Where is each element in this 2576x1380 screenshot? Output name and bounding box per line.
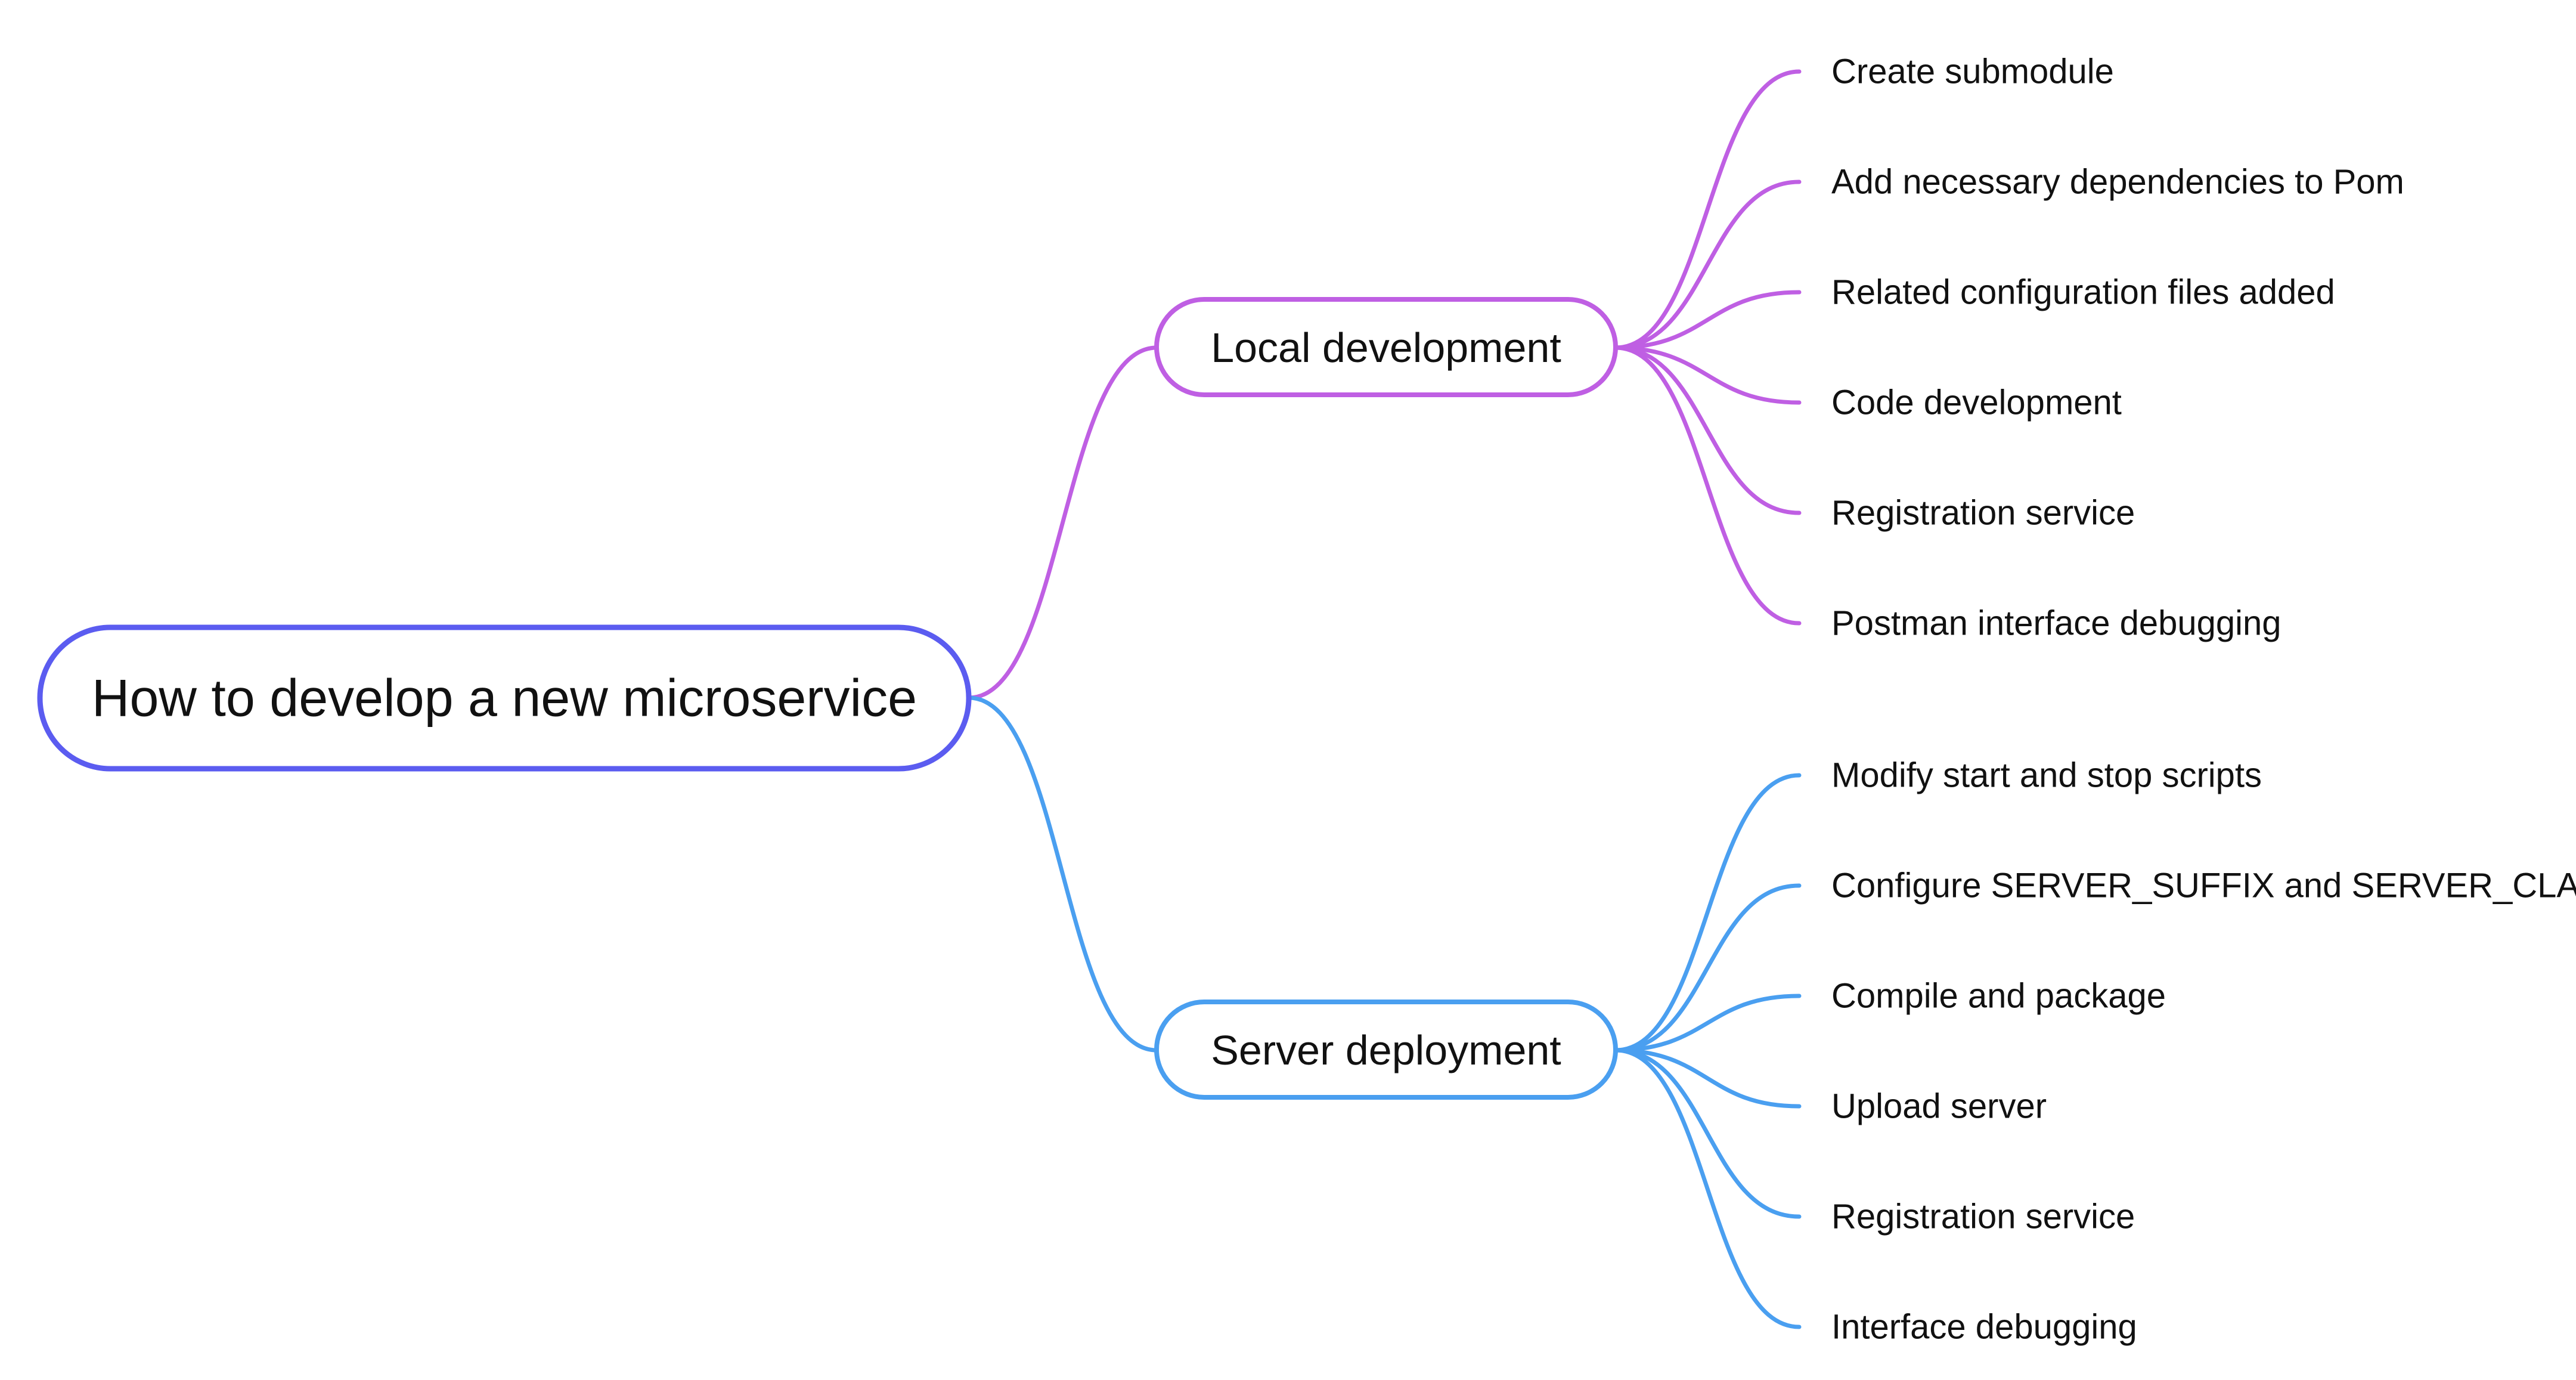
leaf-node-upload-server[interactable]: Upload server (1831, 1087, 2047, 1126)
leaf-node-related-configuration-files-added[interactable]: Related configuration files added (1831, 273, 2335, 312)
branch-to-leaf-connector (1613, 180, 1802, 350)
leaf-node-create-submodule[interactable]: Create submodule (1831, 52, 2114, 91)
branch-node-local-development[interactable]: Local development (1154, 297, 1618, 397)
leaf-node-modify-start-and-stop-scripts[interactable]: Modify start and stop scripts (1831, 756, 2262, 795)
branch-node-label: Local development (1211, 324, 1561, 371)
branch-to-leaf-connector (1613, 345, 1802, 626)
branch-to-leaf-connector (1613, 1048, 1802, 1109)
branch-node-server-deployment[interactable]: Server deployment (1154, 1000, 1618, 1100)
root-node[interactable]: How to develop a new microservice (37, 624, 972, 772)
branch-to-leaf-connector (1613, 1048, 1802, 1329)
branch-node-box (1154, 1000, 1618, 1100)
branch-to-leaf-connector (1613, 883, 1802, 1053)
leaf-node-compile-and-package[interactable]: Compile and package (1831, 977, 2166, 1016)
branch-to-leaf-connector (1613, 290, 1802, 350)
leaf-node-postman-interface-debugging[interactable]: Postman interface debugging (1831, 604, 2281, 643)
branch-node-box (1154, 297, 1618, 397)
branch-to-leaf-connector (1613, 345, 1802, 405)
branch-to-leaf-connector (1613, 773, 1802, 1053)
branch-to-leaf-connector (1613, 69, 1802, 350)
connector-layer (966, 69, 1802, 1329)
leaf-node-registration-service[interactable]: Registration service (1831, 494, 2135, 533)
branch-to-leaf-connector (1613, 1048, 1802, 1219)
leaf-node-interface-debugging[interactable]: Interface debugging (1831, 1308, 2137, 1347)
leaf-node-registration-service[interactable]: Registration service (1831, 1198, 2135, 1236)
branch-node-label: Server deployment (1211, 1027, 1561, 1073)
leaf-node-code-development[interactable]: Code development (1831, 383, 2122, 422)
root-node-box (37, 624, 972, 772)
root-to-branch-connector (966, 345, 1159, 700)
root-to-branch-connector (966, 695, 1159, 1053)
root-node-label: How to develop a new microservice (92, 669, 917, 728)
branch-to-leaf-connector (1613, 994, 1802, 1053)
leaf-node-configure-server-suffix-and-server-class[interactable]: Configure SERVER_SUFFIX and SERVER_CLASS (1831, 867, 2576, 905)
leaf-node-add-necessary-dependencies-to-pom[interactable]: Add necessary dependencies to Pom (1831, 163, 2404, 202)
branch-to-leaf-connector (1613, 345, 1802, 515)
